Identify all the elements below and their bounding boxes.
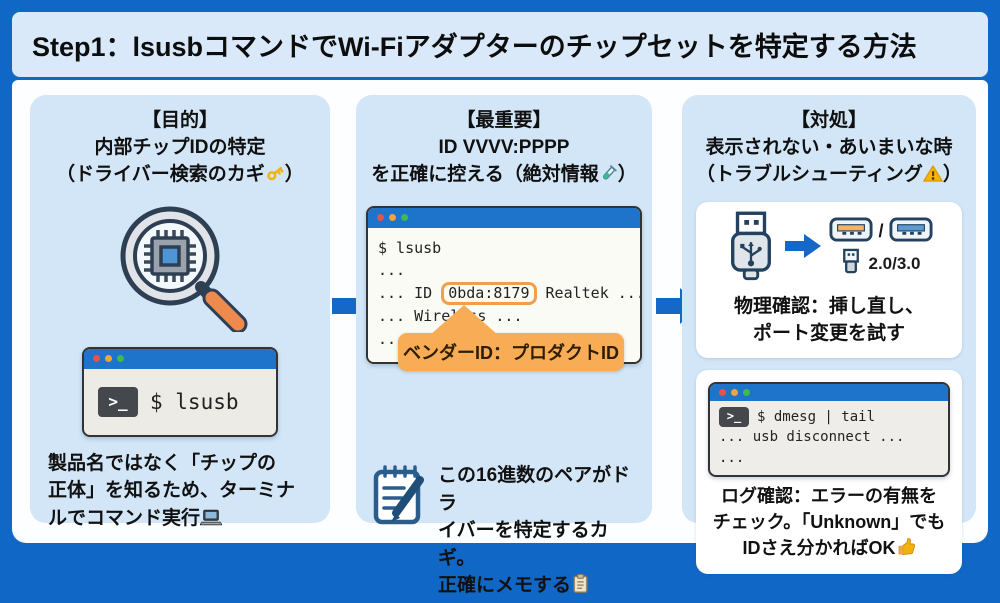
physical-check-card: / 2.0/3.0 物理確認：挿し直し、 ポート変更を試す [696,201,962,358]
window-button-green-icon [117,355,124,363]
usb-id-highlight-box: 0bda:8179 [441,281,537,306]
terminal-line: ... [378,261,406,280]
panel-fix-header: 【対処】 表示されない・あいまいな時 （トラブルシューティング） [682,95,976,192]
title-bar: Step1：lsusbコマンドでWi-Fiアダプターのチップセットを特定する方法 [12,12,988,77]
terminal-titlebar [710,384,948,401]
terminal-prompt-icon: >_ [98,386,138,417]
usb-port-3-icon [888,217,933,247]
terminal-body: >_$ dmesg | tail ... usb disconnect ... … [710,401,948,475]
usb-port-2-icon [829,217,874,247]
memo-note: この16進数のペアがドラ イバーを特定するカギ。 正確にメモする [356,460,652,603]
clipboard-icon [571,573,590,603]
window-button-red-icon [377,214,384,222]
magnifier-chip-icon [30,196,330,337]
key-icon [265,163,285,192]
window-button-yellow-icon [731,389,738,396]
terminal-titlebar [368,207,640,228]
terminal-line-dmesg: >_$ dmesg | tail [719,407,939,428]
panel-important-header: 【最重要】 ID VVVV:PPPP を正確に控える（絶対情報） [356,95,652,192]
small-arrow-right-icon [785,233,822,264]
warning-icon [923,164,943,192]
window-button-red-icon [93,355,100,363]
physical-check-caption: 物理確認：挿し直し、 ポート変更を試す [733,295,924,345]
vendor-product-callout: ベンダーID：プロダクトID [398,305,624,371]
panel-purpose: 【目的】 内部チップIDの特定 （ドライバー検索のカギ） [30,95,330,529]
terminal-line-id: ... ID 0bda:8179 Realtek ... [378,281,640,306]
log-check-caption: ログ確認：エラーの有無を チェック。「Unknown」でも IDさえ分かればOK [702,483,956,564]
panel-purpose-tag: 【目的】 [141,110,218,131]
test-tube-icon [599,164,618,192]
purpose-caption: 製品名ではなく「チップの 正体」を知るため、ターミナ ルでコマンド実行 [30,450,330,536]
panel-important-tag: 【最重要】 [456,110,552,131]
log-check-card: >_$ dmesg | tail ... usb disconnect ... … [696,370,962,575]
page-title: Step1：lsusbコマンドでWi-Fiアダプターのチップセットを特定する方法 [32,32,917,62]
terminal-prompt-icon: >_ [719,407,749,428]
panel-important: 【最重要】 ID VVVV:PPPP を正確に控える（絶対情報） $ lsusb… [356,95,652,596]
panel-important-line3: を正確に控える（絶対情報） [356,162,652,192]
terminal-command: $ lsusb [150,389,239,414]
terminal-line: ... [719,449,745,466]
usb-illustration: / 2.0/3.0 [702,210,956,287]
terminal-titlebar [84,348,276,369]
terminal-body: >_ $ lsusb [84,369,276,435]
terminal-window-dmesg: >_$ dmesg | tail ... usb disconnect ... … [708,382,950,477]
usb-plug-icon [725,210,777,287]
panel-important-line2: ID VVVV:PPPP [438,136,570,158]
usb-ports-group: / 2.0/3.0 [829,217,933,280]
panel-purpose-line3: （ドライバー検索のカギ） [30,162,330,192]
thumbs-up-icon [896,537,916,564]
window-button-green-icon [401,214,408,222]
panel-purpose-line2: 内部チップIDの特定 [94,136,266,158]
callout-pointer-icon [430,305,498,335]
usb-connector-icon [841,248,861,280]
laptop-icon [199,508,223,536]
panel-fix-line2: 表示されない・あいまいな時 [705,136,953,158]
terminal-window-lsusb-small: >_ $ lsusb [82,346,278,437]
terminal-line: ... Wireless ... [378,307,523,326]
panel-purpose-header: 【目的】 内部チップIDの特定 （ドライバー検索のカギ） [30,95,330,192]
usb-version-label: 2.0/3.0 [868,253,921,273]
panel-fix-line3: （トラブルシューティング） [682,162,976,192]
panel-fix: 【対処】 表示されない・あいまいな時 （トラブルシューティング） [682,95,976,575]
window-button-red-icon [719,389,726,396]
window-button-green-icon [743,389,750,396]
terminal-line: ... usb disconnect ... [719,429,905,446]
window-button-yellow-icon [389,214,396,222]
memo-caption: この16進数のペアがドラ イバーを特定するカギ。 正確にメモする [438,462,638,603]
port-separator: / [878,221,884,242]
panel-fix-tag: 【対処】 [790,110,867,131]
notepad-pencil-icon [370,460,428,533]
window-button-yellow-icon [105,355,112,363]
terminal-line: $ lsusb [378,238,442,257]
